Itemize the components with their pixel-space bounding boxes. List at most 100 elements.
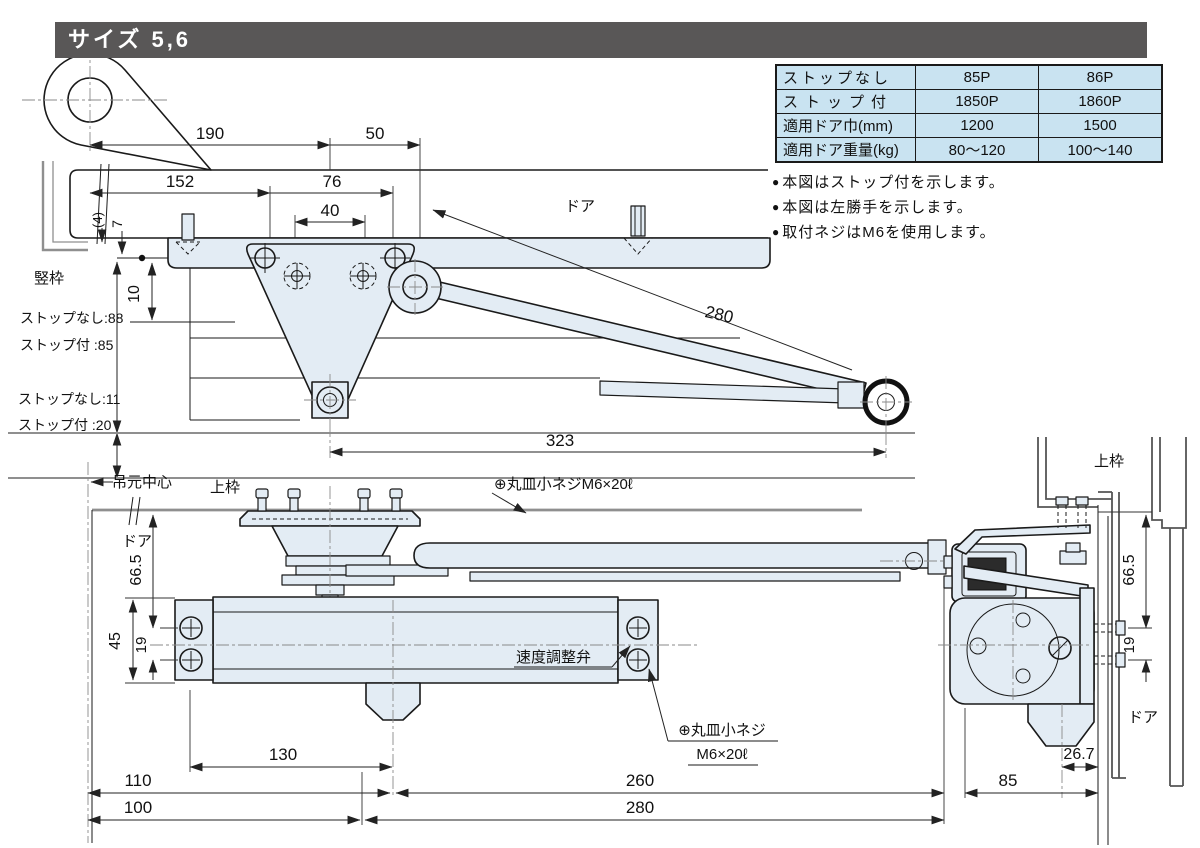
door-label-front: ドア bbox=[122, 533, 152, 550]
dim-110: 110 bbox=[124, 771, 151, 790]
spec-cell: 86P bbox=[1038, 64, 1163, 90]
reference-dot bbox=[138, 254, 146, 262]
dim-26-7: 26.7 bbox=[1063, 746, 1094, 763]
side-centerlines bbox=[938, 600, 1092, 798]
arm-bracket-plate bbox=[43, 53, 212, 171]
table-row: ストップ付 1850P 1860P bbox=[775, 89, 1163, 114]
arm-leader-arrow bbox=[432, 209, 853, 371]
speed-valve-label: 速度調整弁 bbox=[516, 649, 591, 666]
dim-ext bbox=[189, 690, 363, 825]
pinion-hub-front bbox=[365, 682, 421, 721]
arm-link-plate bbox=[345, 564, 449, 577]
pinion-hub-side bbox=[1027, 703, 1095, 747]
screw-note-label: ⊕丸皿小ネジM6×20ℓ bbox=[494, 476, 633, 493]
spec-cell: 1860P bbox=[1038, 89, 1163, 114]
front-view-drawing: 吊元中心 上枠 ドア ⊕丸皿小ネジM6×20ℓ bbox=[87, 462, 972, 843]
screw-note-leader bbox=[491, 492, 527, 514]
stop-none-88-label: ストップなし:88 bbox=[20, 310, 124, 326]
body-hole-3 bbox=[1015, 668, 1031, 684]
note-text: 本図はストップ付を示します。 bbox=[782, 174, 1005, 191]
body-hole-2 bbox=[1015, 612, 1031, 628]
closer-body-front bbox=[212, 596, 619, 684]
dim-76: 76 bbox=[323, 172, 342, 191]
break-mark bbox=[96, 163, 110, 245]
door-label-side: ドア bbox=[1128, 709, 1158, 726]
valve-screw bbox=[1048, 636, 1072, 660]
bullet-icon: ● bbox=[772, 225, 781, 239]
end-plate-screws bbox=[179, 616, 650, 672]
spec-cell: 1200 bbox=[915, 113, 1039, 138]
dim-10: 10 bbox=[126, 285, 143, 303]
bracket-body bbox=[271, 525, 399, 557]
top-view-drawing: 竪枠 ドア 190 50 152 76 40 bbox=[8, 44, 915, 479]
dim-280: 280 bbox=[626, 798, 654, 817]
bullet-icon: ● bbox=[772, 200, 781, 214]
mount-flange bbox=[1079, 587, 1095, 705]
arm-slide-bar bbox=[469, 571, 901, 582]
spec-row-label: ストップなし bbox=[775, 64, 916, 90]
dim-ext bbox=[125, 597, 175, 684]
dim-19-side: 19 bbox=[1121, 637, 1138, 654]
top-frame-label-side: 上枠 bbox=[1094, 453, 1124, 470]
dim-40: 40 bbox=[321, 201, 340, 220]
frame-top-channel bbox=[1151, 437, 1187, 529]
dim-323: 323 bbox=[546, 431, 574, 450]
spec-cell: 85P bbox=[915, 64, 1039, 90]
pinion-shaft bbox=[304, 374, 356, 458]
wall-lines bbox=[1169, 528, 1184, 787]
dim-190: 190 bbox=[196, 124, 224, 143]
dim-152: 152 bbox=[166, 172, 194, 191]
strap-screws bbox=[1055, 496, 1089, 528]
body-hole-1 bbox=[969, 637, 987, 655]
spec-cell: 80〜120 bbox=[915, 137, 1039, 163]
notes-list: ●本図はストップ付を示します。 ●本図は左勝手を示します。 ●取付ネジはM6を使… bbox=[772, 170, 1005, 245]
top-frame-label: 上枠 bbox=[210, 479, 240, 496]
door-label-top: ドア bbox=[565, 198, 595, 215]
note-text: 取付ネジはM6を使用します。 bbox=[782, 224, 996, 241]
screw-note2-underline bbox=[668, 740, 778, 766]
arm-clevis bbox=[837, 381, 865, 409]
arm-ball-joint bbox=[387, 259, 443, 315]
table-row: 適用ドア巾(mm) 1200 1500 bbox=[775, 113, 1163, 138]
closer-body-lines bbox=[189, 268, 740, 421]
spec-table: ストップなし 85P 86P ストップ付 1850P 1860P 適用ドア巾(m… bbox=[775, 64, 1163, 163]
screw-note2-leader bbox=[647, 668, 669, 742]
vertical-frame-inner bbox=[52, 161, 88, 243]
bullet-icon: ● bbox=[772, 175, 781, 189]
page-title: サイズ 5,6 bbox=[55, 22, 1147, 58]
dim-7: 7 bbox=[109, 220, 125, 228]
dim-260: 260 bbox=[626, 771, 654, 790]
mounting-screw-left bbox=[175, 213, 201, 255]
note-item: ●本図はストップ付を示します。 bbox=[772, 170, 1005, 195]
mount-strap bbox=[954, 524, 1091, 555]
vertical-frame-label: 竪枠 bbox=[34, 270, 64, 287]
table-row: ストップなし 85P 86P bbox=[775, 64, 1163, 90]
vertical-frame-outline bbox=[41, 161, 88, 252]
door-plan-outline bbox=[69, 169, 768, 239]
break-mark bbox=[128, 496, 141, 526]
screw-note2-line1: ⊕丸皿小ネジ bbox=[678, 722, 766, 739]
bracket-hole-1 bbox=[250, 243, 280, 273]
ground-lines bbox=[8, 432, 915, 479]
dim-4: (4) bbox=[90, 212, 105, 228]
spec-row-label: ストップ付 bbox=[775, 89, 916, 114]
link-bolt-head bbox=[1065, 542, 1081, 553]
table-row: 適用ドア重量(kg) 80〜120 100〜140 bbox=[775, 137, 1163, 163]
mounting-screw-door bbox=[623, 205, 653, 255]
dim-100: 100 bbox=[124, 798, 152, 817]
dim-85: 85 bbox=[999, 771, 1018, 790]
arm-hub-stack bbox=[281, 555, 395, 603]
end-plate-left bbox=[174, 599, 214, 681]
hinge-center-label: 吊元中心 bbox=[112, 474, 172, 491]
dim-45: 45 bbox=[107, 632, 124, 650]
arm-end-shoe bbox=[860, 376, 912, 458]
spec-cell: 1850P bbox=[915, 89, 1039, 114]
stop-with-85-label: ストップ付 :85 bbox=[20, 337, 114, 353]
spec-cell: 100〜140 bbox=[1038, 137, 1163, 163]
note-item: ●取付ネジはM6を使用します。 bbox=[772, 220, 1005, 245]
spec-row-label: 適用ドア巾(mm) bbox=[775, 113, 916, 138]
dim-66-5: 66.5 bbox=[128, 554, 145, 585]
link-bolt bbox=[1059, 550, 1087, 565]
note-item: ●本図は左勝手を示します。 bbox=[772, 195, 1005, 220]
